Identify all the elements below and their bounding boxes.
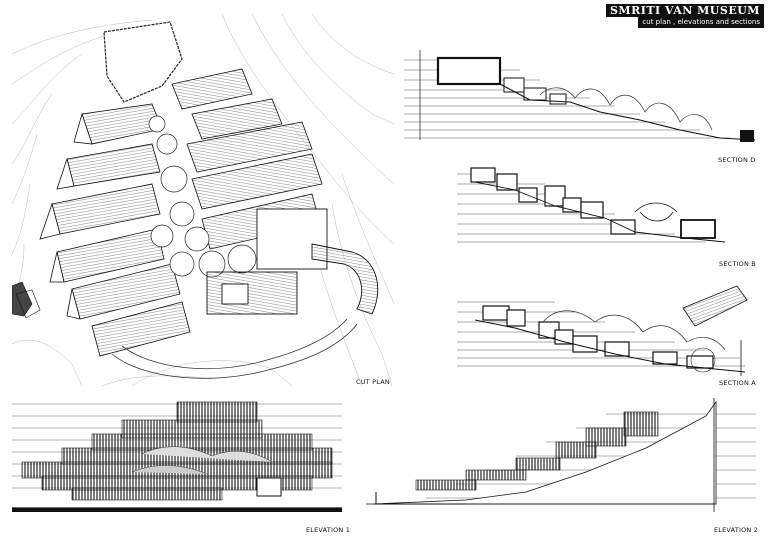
section-b-svg <box>457 167 726 243</box>
section-a-caption: SECTION A <box>719 379 756 387</box>
section-a-svg <box>457 285 748 376</box>
central-courts <box>148 115 257 278</box>
section-d-svg <box>404 50 756 142</box>
section-a-canopy <box>542 310 726 351</box>
section-d-caption: SECTION D <box>718 156 756 164</box>
section-d-drawing: SECTION D <box>400 40 760 164</box>
section-a-drawing: SECTION A <box>455 280 760 390</box>
elevation-1-svg <box>12 401 342 512</box>
elevation-1-drawing: ELEVATION 1 <box>12 392 354 538</box>
left-site-element <box>12 281 33 317</box>
section-a-rooms <box>482 305 714 369</box>
top-garden-block <box>103 21 183 103</box>
section-b-canopy <box>634 202 678 213</box>
section-b-drawing: SECTION B <box>455 162 760 272</box>
section-a-key-plan <box>682 285 748 327</box>
cut-plan-caption: CUT PLAN <box>356 378 390 386</box>
elevation-2-terrain <box>373 400 717 505</box>
elevation-2-drawing: ELEVATION 2 <box>366 392 762 538</box>
section-d-canopy <box>539 87 713 131</box>
admin-blocks <box>206 208 379 315</box>
sheet-title: SMRITI VAN MUSEUM <box>605 4 764 17</box>
elevation-1-caption: ELEVATION 1 <box>306 526 351 534</box>
elevation-2-caption: ELEVATION 2 <box>714 526 759 534</box>
elevation-2-svg <box>366 398 756 512</box>
elevation-1-canopy <box>141 446 273 463</box>
sheet-subtitle: cut plan , elevations and sections <box>638 17 764 28</box>
section-b-rooms <box>470 167 716 239</box>
wing-end-caps <box>39 112 93 320</box>
title-block: SMRITI VAN MUSEUM cut plan , elevations … <box>605 4 764 30</box>
cut-plan-drawing: CUT PLAN <box>12 14 394 386</box>
section-d-upper-volume <box>436 56 502 86</box>
cut-plan-svg <box>12 14 394 386</box>
section-d-end-block <box>740 130 754 142</box>
section-b-caption: SECTION B <box>719 260 756 268</box>
site-contours <box>12 14 394 386</box>
elevation-2-facade <box>415 411 659 491</box>
